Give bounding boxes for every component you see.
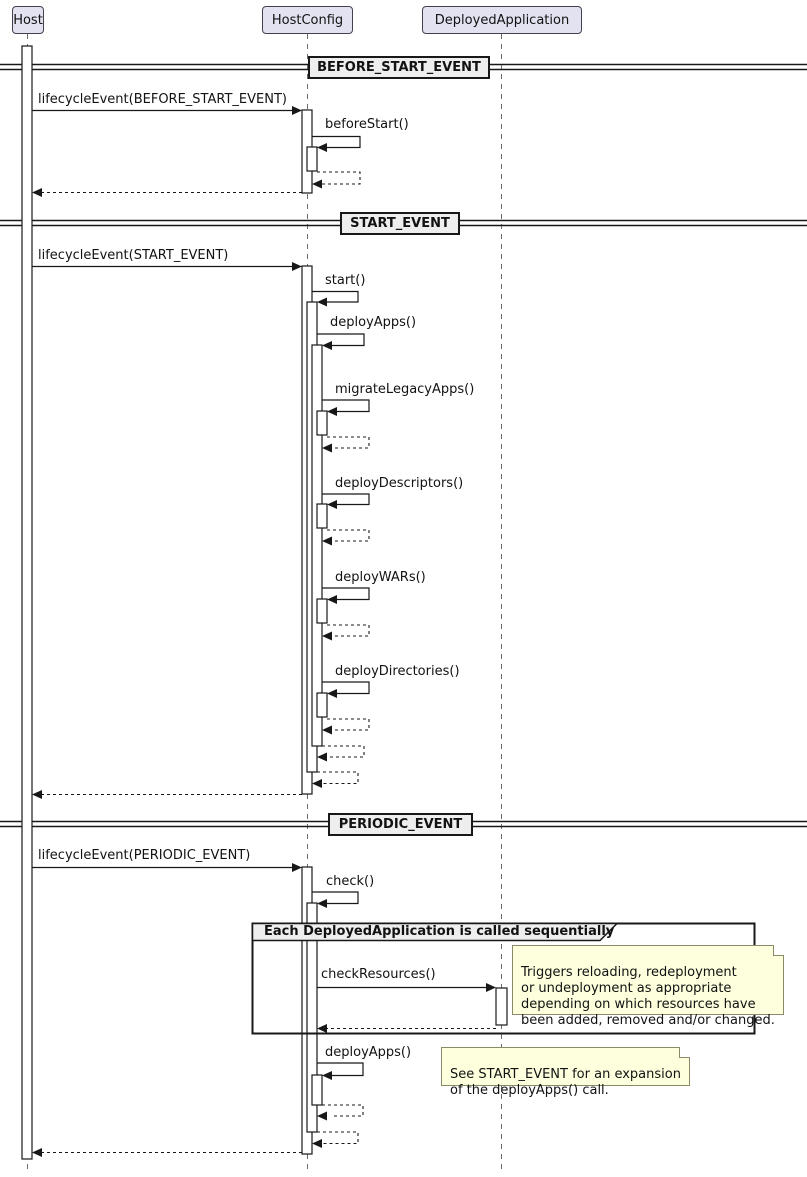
group-header-shape [251, 922, 619, 942]
return-deploydirectories-self [322, 718, 370, 735]
note-deployapps: See START_EVENT for an expansion of the … [441, 1047, 690, 1098]
activation-check [306, 902, 318, 1133]
message-migratelegacyapps: migrateLegacyApps() [335, 382, 475, 397]
note-deployapps-text: See START_EVENT for an expansion of the … [450, 1067, 681, 1098]
activation-migratelegacyapps [316, 410, 328, 436]
participant-deployedapplication-label: DeployedApplication [434, 12, 570, 28]
group-title: Each DeployedApplication is called seque… [264, 924, 615, 939]
message-deploywars: deployWARs() [335, 570, 426, 585]
divider-periodic-event: PERIODIC_EVENT [328, 813, 473, 836]
divider-before-start-event: BEFORE_START_EVENT [308, 56, 490, 79]
return-check-self [312, 1131, 359, 1148]
arrow-migratelegacyapps-self [322, 399, 370, 416]
arrow-beforestart-self [312, 135, 361, 152]
activation-deploydescriptors [316, 503, 328, 529]
arrow-lifecycle-before-start [32, 106, 302, 115]
return-start-to-host [32, 790, 302, 799]
message-lifecycle-periodic: lifecycleEvent(PERIODIC_EVENT) [38, 848, 251, 863]
message-check: check() [326, 874, 375, 889]
arrow-lifecycle-periodic [32, 863, 302, 872]
activation-deployapps-start [311, 344, 323, 747]
lifelines [27, 34, 502, 1170]
return-periodic-to-host [32, 1148, 302, 1157]
arrow-lifecycle-start [32, 262, 302, 271]
arrow-deploywars-self [322, 587, 370, 604]
return-deployapps-periodic-self [317, 1104, 364, 1121]
arrow-deploydirectories-self [322, 681, 370, 698]
return-arrows [32, 171, 496, 1157]
arrow-start-self [312, 290, 359, 307]
participant-hostconfig: HostConfig [262, 6, 353, 34]
arrow-checkresources [317, 983, 496, 992]
message-checkresources: checkResources() [321, 967, 436, 982]
return-start-self [312, 771, 359, 788]
note-dogear-icon [772, 945, 784, 956]
message-deployapps-periodic: deployApps() [325, 1045, 412, 1060]
note-checkresources-text: Triggers reloading, redeployment or unde… [521, 965, 775, 1028]
message-start: start() [325, 273, 366, 288]
return-migratelegacyapps-self [322, 436, 370, 453]
participant-host-label: Host [13, 12, 43, 28]
arrow-deployapps-self [317, 333, 365, 350]
participant-hostconfig-label: HostConfig [271, 12, 344, 28]
divider-before-start-event-label: BEFORE_START_EVENT [317, 60, 481, 75]
message-deploydescriptors: deployDescriptors() [335, 476, 464, 491]
return-deploywars-self [322, 624, 370, 641]
note-dogear-icon [678, 1047, 690, 1058]
return-deploydescriptors-self [322, 529, 370, 546]
call-arrows [32, 106, 496, 1080]
divider-lines [0, 63, 807, 828]
message-beforestart: beforeStart() [325, 117, 409, 132]
return-before-start-to-host [32, 188, 302, 197]
message-lifecycle-start: lifecycleEvent(START_EVENT) [38, 248, 229, 263]
group-frame [251, 922, 756, 1035]
participant-host: Host [12, 6, 44, 34]
activation-beforestart [306, 146, 318, 172]
arrow-check-self [312, 891, 359, 908]
message-deploydirectories: deployDirectories() [335, 664, 460, 679]
return-deployapps-self [317, 745, 365, 762]
note-checkresources: Triggers reloading, redeployment or unde… [512, 945, 784, 1028]
activation-deploydirectories [316, 692, 328, 718]
activation-deploywars [316, 598, 328, 624]
activation-bars [21, 45, 508, 1160]
return-checkresources [317, 1024, 496, 1033]
activation-deployapps-periodic [311, 1074, 323, 1106]
participant-deployedapplication: DeployedApplication [422, 6, 582, 34]
divider-start-event: START_EVENT [340, 212, 460, 235]
message-lifecycle-before-start: lifecycleEvent(BEFORE_START_EVENT) [38, 92, 287, 107]
divider-start-event-label: START_EVENT [350, 216, 450, 231]
activation-host [21, 45, 33, 1160]
activation-deployedapplication [495, 987, 508, 1026]
arrow-deploydescriptors-self [322, 493, 370, 509]
divider-periodic-event-label: PERIODIC_EVENT [338, 817, 463, 832]
return-beforestart-self [312, 171, 361, 189]
message-deployapps: deployApps() [330, 315, 417, 330]
arrow-deployapps-periodic-self [317, 1062, 364, 1080]
